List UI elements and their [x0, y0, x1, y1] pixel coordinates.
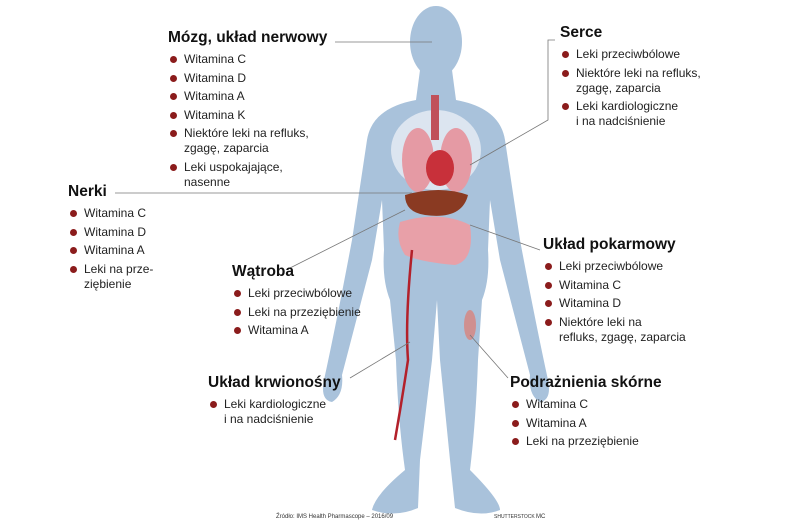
- list-item: Niektóre leki na refluks, zgagę, zaparci…: [560, 66, 701, 96]
- source-note: Źródło: IMS Health Pharmascope – 2016/09: [276, 514, 394, 520]
- list-item: Leki kardiologiczne i na nadciśnienie: [560, 99, 701, 129]
- artery: [393, 249, 414, 441]
- list-item: Witamina K: [168, 108, 327, 123]
- list-item: Leki kardiologiczne i na nadciśnienie: [208, 397, 341, 427]
- list-item: Witamina C: [543, 278, 686, 293]
- heart-group: Serce Leki przeciwbólowe Niektóre leki n…: [560, 24, 701, 133]
- brain-group: Mózg, układ nerwowy Witamina C Witamina …: [168, 29, 327, 193]
- list-item: Leki uspokajające, nasenne: [168, 160, 327, 190]
- credit: SHUTTERSTOCK: [494, 514, 535, 520]
- digestive-group: Układ pokarmowy Leki przeciwbólowe Witam…: [543, 236, 686, 348]
- brain-title: Mózg, układ nerwowy: [168, 29, 328, 46]
- skin-title: Podrażnienia skórne: [510, 374, 662, 391]
- list-item: Witamina A: [232, 323, 361, 338]
- heart-organ: [426, 150, 454, 186]
- list-item: Leki na przeziębienie: [232, 305, 361, 320]
- liver-organ: [405, 190, 468, 216]
- body-silhouette: [323, 6, 549, 514]
- intestines-organ: [398, 216, 471, 265]
- list-item: Leki na przeziębienie: [510, 434, 662, 449]
- list-item: Witamina A: [168, 89, 327, 104]
- list-item: Niektóre leki na refluks, zgagę, zaparci…: [168, 126, 327, 156]
- digestive-title: Układ pokarmowy: [543, 236, 676, 253]
- list-item: Niektóre leki na refluks, zgagę, zaparci…: [543, 315, 686, 345]
- list-item: Leki przeciwbólowe: [560, 47, 701, 62]
- list-item: Witamina C: [510, 397, 662, 412]
- kidneys-title: Nerki: [68, 183, 107, 200]
- skin-irritation-spot: [464, 310, 476, 340]
- list-item: Witamina C: [68, 206, 153, 221]
- heart-title: Serce: [560, 24, 603, 41]
- leader-lines: [115, 39, 555, 379]
- list-item: Witamina A: [510, 416, 662, 431]
- left-lung: [402, 128, 434, 192]
- list-item: Witamina D: [68, 225, 153, 240]
- author: MC: [536, 514, 546, 520]
- list-item: Leki na prze- ziębienie: [68, 262, 153, 292]
- trachea: [431, 95, 439, 140]
- list-item: Witamina D: [168, 71, 327, 86]
- circulatory-title: Układ krwionośny: [208, 374, 341, 391]
- kidneys-group: Nerki Witamina C Witamina D Witamina A L…: [68, 183, 153, 295]
- list-item: Leki przeciwbólowe: [543, 259, 686, 274]
- list-item: Witamina C: [168, 52, 327, 67]
- skin-group: Podrażnienia skórne Witamina C Witamina …: [510, 374, 662, 453]
- liver-title: Wątroba: [232, 263, 294, 280]
- list-item: Witamina D: [543, 296, 686, 311]
- list-item: Witamina A: [68, 243, 153, 258]
- circulatory-group: Układ krwionośny Leki kardiologiczne i n…: [208, 374, 341, 431]
- list-item: Leki przeciwbólowe: [232, 286, 361, 301]
- liver-group: Wątroba Leki przeciwbólowe Leki na przez…: [232, 263, 361, 342]
